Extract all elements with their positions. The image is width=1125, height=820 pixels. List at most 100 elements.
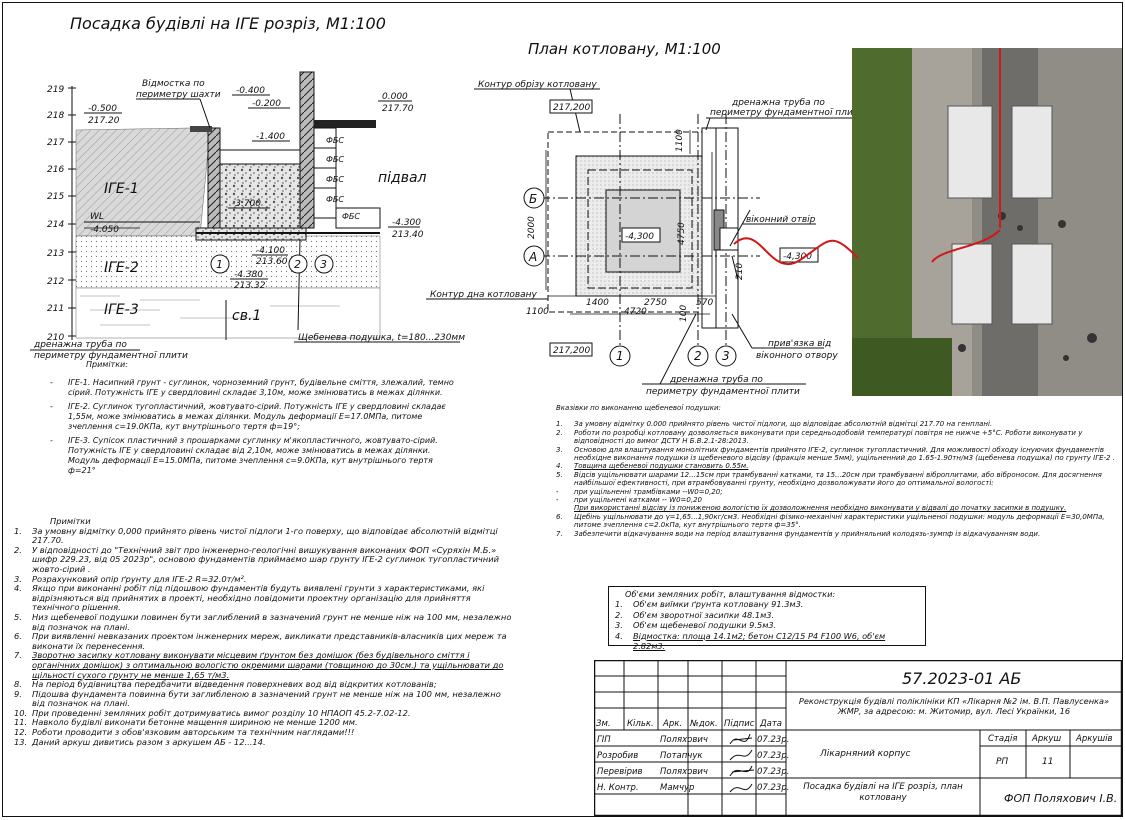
section-axis-3: 3 [320, 258, 327, 271]
plan-axis-a: А [528, 250, 537, 264]
section-axes: 1 2 3 [210, 254, 334, 274]
label-21340: 213.40 [392, 230, 424, 240]
general-notes-header: Примітки [50, 516, 91, 526]
label-0000: 0.000 [382, 92, 408, 102]
stamp-date: 07.23р. [757, 735, 789, 745]
stamp-company: ФОП Поляхович І.В. [1004, 792, 1117, 805]
plan-axes: Б А 1 2 3 [523, 187, 737, 367]
stamp-name: Мамчур [660, 783, 694, 793]
elev-216: 216 [47, 165, 64, 175]
plan-axis-2: 2 [694, 349, 702, 363]
dim-2750: 2750 [644, 298, 667, 308]
label-ige-1: ІГЕ-1 [104, 181, 139, 197]
dim-1100-bottom: 1100 [526, 307, 549, 317]
note-item: 1.За умовну відмітку 0,000 прийнято ріве… [14, 525, 498, 546]
label-21720: 217.20 [88, 116, 120, 126]
label-drain-top-1: дренажна труба по [731, 98, 825, 108]
general-notes: Примітки 1.За умовну відмітку 0,000 прий… [14, 516, 514, 747]
label-m4380: -4.380 [234, 270, 263, 280]
section-axis-2: 2 [294, 258, 301, 271]
stamp-head-pidpys: Підпис [724, 719, 755, 729]
cushion-note: 1.За умовну відмітку 0.000 прийнято ріве… [556, 420, 993, 429]
cushion-notes: Вказівки по виконанню щебеневої подушки:… [556, 404, 1116, 538]
building-section [190, 71, 381, 234]
elev-217: 217 [47, 138, 64, 148]
label-m1400: -1.400 [256, 132, 285, 142]
label-m3700: -3.700 [232, 199, 261, 209]
dim-210: 210 [735, 263, 745, 280]
dim-4750: 4750 [677, 222, 687, 245]
stamp-sheet-title: Посадка будівлі на ІГЕ розріз, план котл… [803, 782, 963, 803]
elev-219: 219 [47, 85, 64, 95]
label-vidmostka-2: периметру шахти [136, 90, 221, 100]
stamp-sheets-header: Аркушів [1075, 734, 1113, 744]
label-m0200: -0.200 [252, 99, 281, 109]
cushion-note: 7.Забезпечити відкачування води на періо… [556, 529, 1041, 538]
cushion-note: 2.Роботи по розробці котловану дозволяєт… [556, 428, 1083, 446]
label-drain-top-2: периметру фундаментної плити [710, 108, 860, 118]
label-21770: 217.70 [382, 104, 414, 114]
note-item: 8.На період будівництва передбачити відв… [14, 679, 437, 690]
stamp-sheet: 11 [1042, 757, 1053, 767]
label-m4100: -4.100 [256, 246, 285, 256]
label-ige-2: ІГЕ-2 [104, 260, 139, 276]
elevation-scale: 219 218 217 216 215 214 213 212 211 210 [47, 85, 76, 343]
note-item: 12.Роботи проводити з обов'язковим автор… [14, 727, 355, 738]
label-kontur-obrizu: Контур обрізу котловану [478, 80, 597, 90]
cushion-note: -при ущільненні трамбівками --W0=0,20; [556, 487, 723, 496]
label-m4300-plan: -4,300 [625, 232, 654, 242]
label-m4300: -4.300 [392, 218, 421, 228]
soil-note: -ІГЕ-1. Насипний грунт - суглинок, чорно… [50, 378, 460, 398]
plan-title: План котловану, М1:100 [528, 40, 721, 58]
soil-layers [75, 127, 381, 339]
elev-213: 213 [47, 249, 64, 259]
fbs-4: ФБС [326, 195, 344, 204]
dim-100: 100 [679, 305, 689, 322]
stamp-head-ark: Арк. [662, 719, 682, 729]
note-item: 9.Підошва фундамента повинна бути заглиб… [14, 688, 501, 709]
stamp-date: 07.23р. [757, 767, 789, 777]
label-wl: WL [90, 212, 104, 222]
dim-4720: 4720 [624, 307, 647, 317]
elev-215: 215 [47, 192, 64, 202]
label-217200-top: 217,200 [553, 103, 590, 113]
stamp-name: Потапчук [660, 751, 703, 761]
signature-marks [729, 733, 755, 793]
stamp-stage: РП [996, 757, 1008, 767]
dim-570: 570 [696, 298, 713, 308]
window-pointer-curve [733, 237, 859, 266]
fbs-2: ФБС [326, 155, 344, 164]
label-pidval: підвал [378, 170, 427, 186]
note-item: 10.При проведенні земляних робіт дотриму… [14, 707, 411, 718]
dim-1100: 1100 [675, 129, 685, 152]
stamp-date: 07.23р. [757, 783, 789, 793]
volume-item: 4.Відмостка: площа 14.1м2; бетон С12/15 … [615, 630, 886, 652]
section-title: Посадка будівлі на ІГЕ розріз, М1:100 [70, 14, 386, 33]
stamp-project: Реконструкція будівлі поліклініки КП «Лі… [798, 696, 1110, 716]
stamp-code: 57.2023-01 АБ [902, 669, 1021, 688]
cushion-note: 4.Товщина щебеневої подушки становить 0.… [556, 462, 749, 471]
label-privyazka-1: прив'язка від [768, 339, 831, 349]
fbs-1: ФБС [326, 136, 344, 145]
label-drain-1: дренажна труба по [33, 340, 127, 350]
cushion-note: 3.Основою для влаштування монолітних фун… [556, 445, 1115, 463]
fbs-5: ФБС [342, 212, 360, 221]
stamp-head-zm: Зм. [596, 719, 611, 729]
elev-214: 214 [47, 220, 64, 230]
stamp-name: Поляхович [660, 735, 708, 745]
volume-item: 3.Об'єм щебеневої подушки 9.5м3. [615, 620, 777, 631]
stamp-stage-header: Стадія [988, 734, 1017, 744]
stamp-head-kilk: Кільк. [627, 719, 654, 729]
label-21360: 213.60 [256, 257, 288, 267]
stamp-sheet-header: Аркуш [1031, 734, 1061, 744]
plan-axis-1: 1 [616, 349, 624, 363]
plan-axis-3: 3 [722, 349, 730, 363]
stamp-role: Розробив [597, 751, 638, 761]
cushion-note: 6.Щебінь ущільнювати до γ=1,65...1,90кг/… [556, 512, 1105, 530]
section-drawing: 219 218 217 216 215 214 213 212 211 210 [30, 71, 465, 361]
label-drain-bottom-2: периметру фундаментної плити [646, 387, 800, 397]
soil-note-text: ІГЕ-2. Суглинок тугопластичний, жовтуват… [68, 402, 446, 431]
elev-211: 211 [47, 304, 64, 314]
elev-210: 210 [47, 333, 64, 343]
